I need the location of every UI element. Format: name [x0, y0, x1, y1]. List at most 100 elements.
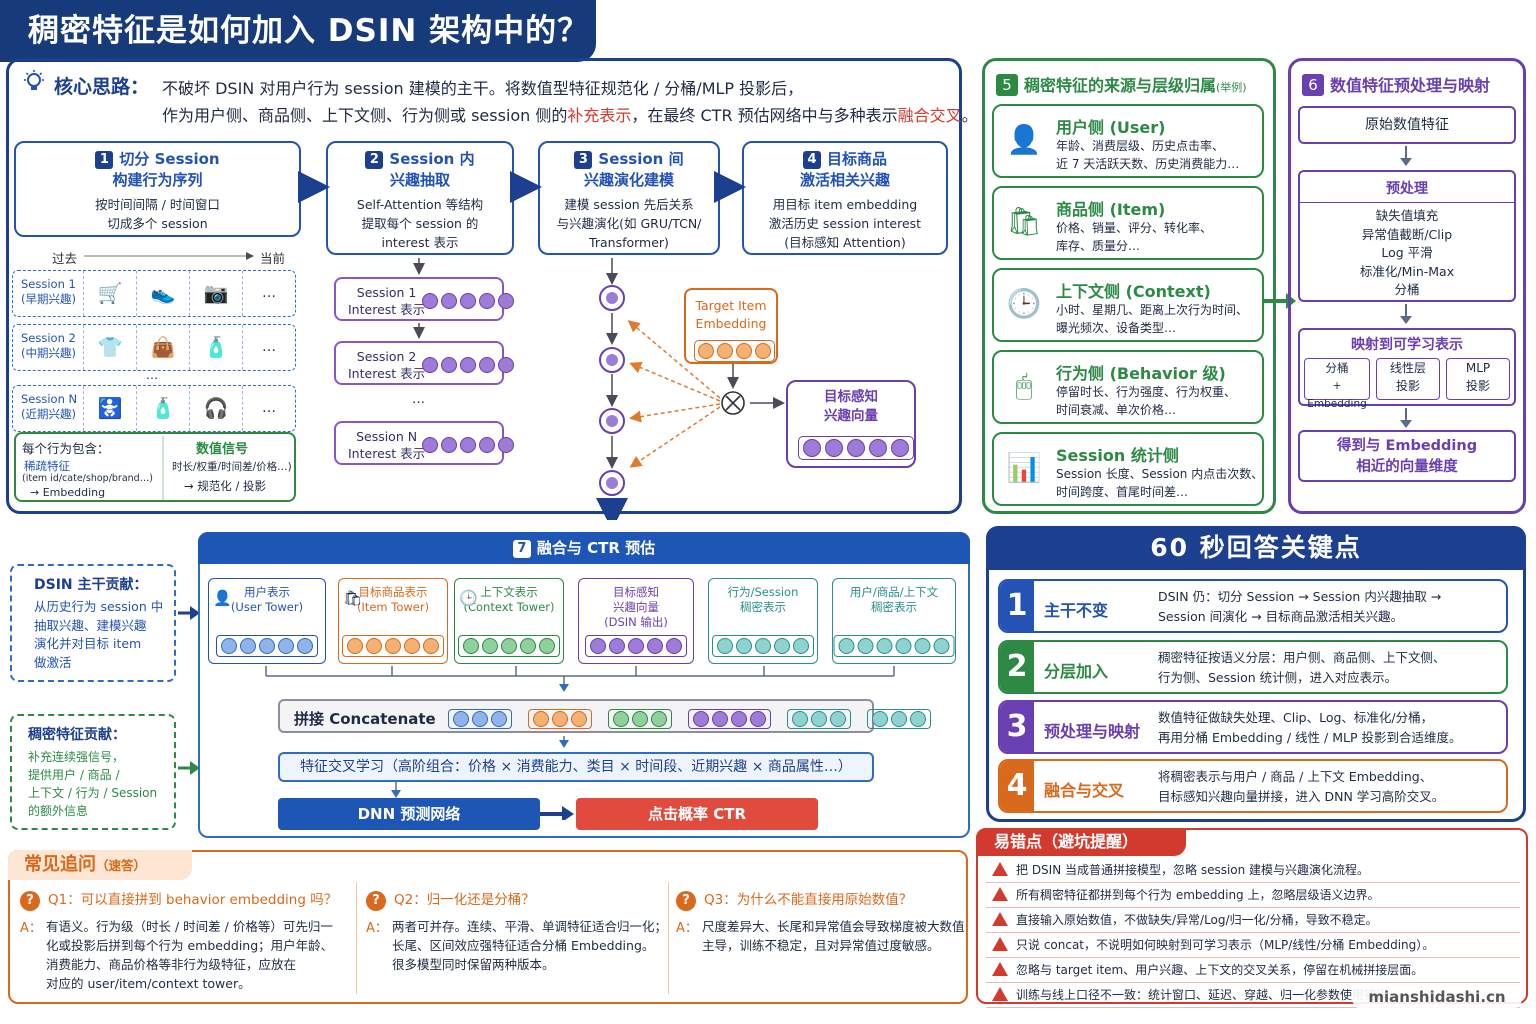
dense-contribution-box: 稠密特征贡献： 补充连续强信号，提供用户 / 商品 /上下文 / 行为 / Se… — [10, 714, 176, 830]
dsin-contrib-line: 做激活 — [34, 654, 72, 670]
session-row-n: Session N(近期兴趣) 🚼 🧴 🎧 … — [12, 385, 296, 432]
pitfall-item: 所有稠密特征都拼到每个行为 embedding 上，忽略层级语义边界。 — [986, 883, 1520, 908]
dense-contrib-line: 上下文 / 行为 / Session — [28, 786, 158, 800]
source-desc-1: 小时、星期几、距离上次行为时间、 — [1056, 303, 1249, 317]
fusion-col-title: 用户/商品/上下文 — [849, 585, 939, 599]
session-row-2: Session 2(中期兴趣) 👕 👜 🧴 … — [12, 324, 296, 371]
faq-panel — [8, 850, 968, 1004]
evolution-node-3 — [599, 408, 625, 434]
contribution-arrows — [178, 606, 200, 775]
fusion-col-title: 目标商品表示 — [358, 585, 428, 599]
session-ellipsis: … — [146, 368, 158, 382]
keypoint-title: 分层加入 — [1044, 662, 1109, 681]
source-desc-2: 近 7 天活跃天数、历史消费能力… — [1056, 157, 1240, 171]
bar-chart-icon: 📊 — [1006, 451, 1042, 484]
concat-bar: 拼接 Concatenate — [278, 699, 931, 733]
source-title: 行为侧 (Behavior 级) — [1056, 364, 1226, 383]
preprocess-arrow-3 — [1400, 408, 1412, 428]
fusion-col-sub: 稠密表示 — [740, 600, 786, 614]
session-2-more: … — [242, 325, 295, 370]
mouse-icon: 🖱 — [1015, 369, 1033, 402]
faq-question: Q2：归一化还是分桶？ — [394, 892, 535, 908]
evolution-node-1 — [599, 285, 625, 311]
bag-icon: 👜 — [136, 325, 189, 370]
raw-numeric-box: 原始数值特征 — [1298, 106, 1516, 144]
pitfall-text: 把 DSIN 当成普通拼接模型，忽略 session 建模与兴趣演化流程。 — [1016, 863, 1370, 877]
pitfall-text: 训练与线上口径不一致：统计窗口、延迟、穿越、归一化参数使用错误。 — [1016, 988, 1401, 1002]
session-n-more: … — [242, 386, 295, 431]
source-desc-2: 曝光频次、设备类型… — [1056, 321, 1177, 335]
pitfall-item: 忽略与 target item、用户兴趣、上下文的交叉关系，停留在机械拼接层面。 — [986, 958, 1520, 983]
warning-icon — [992, 912, 1008, 926]
cart-icon: 🛒 — [83, 271, 136, 316]
pitfall-item: 直接输入原始数值，不做缺失/异常/Log/归一化/分桶，导致不稳定。 — [986, 908, 1520, 933]
bottle-icon: 🧴 — [189, 325, 242, 370]
headphone-icon: 🎧 — [189, 386, 242, 431]
numeric-desc: 时长/权重/时间差/价格…) — [172, 461, 292, 473]
map-option-bucket: 分桶+ Embedding — [1304, 358, 1370, 410]
target-aware-interest: 目标感知兴趣向量 — [786, 380, 916, 468]
preprocess-step: Log 平滑 — [1381, 245, 1433, 260]
keypoint-title: 融合与交叉 — [1044, 781, 1125, 800]
shopping-bag-icon: 🛍 — [343, 589, 363, 607]
keypoint-desc-1: 稠密特征按语义分层：用户侧、商品侧、上下文侧、 — [1158, 650, 1446, 665]
evolution-node-2 — [599, 347, 625, 373]
fusion-col-title: 上下文表示 — [480, 585, 538, 599]
fusion-col-sub: 稠密表示 — [871, 600, 917, 614]
source-card-1: 🛍商品侧 (Item)价格、销量、评分、转化率、库存、质量分… — [992, 186, 1264, 260]
dsin-contribution-box: DSIN 主干贡献： 从历史行为 session 中抽取兴趣、建模兴趣演化并对目… — [10, 564, 176, 682]
pitfall-item: 训练与线上口径不一致：统计窗口、延迟、穿越、归一化参数使用错误。 — [986, 983, 1520, 1008]
keypoint-number: 2 — [1000, 642, 1034, 692]
keypoint-desc-1: 数值特征做缺失处理、Clip、Log、标准化/分桶， — [1158, 710, 1434, 725]
fusion-col-sub: (Context Tower) — [463, 600, 555, 614]
keypoints-title: 60 秒回答关键点 — [986, 526, 1526, 570]
fusion-column-2: 上下文表示(Context Tower)🕒 — [454, 578, 564, 664]
stroller-icon: 🚼 — [83, 386, 136, 431]
keypoint-desc-2: 目标感知兴趣向量拼接，进入 DNN 学习高阶交叉。 — [1158, 789, 1445, 804]
numeric-to: → 规范化 / 投影 — [184, 479, 266, 493]
fusion-column-0: 用户表示(User Tower)👤 — [208, 578, 326, 664]
core-idea-line1: 不破坏 DSIN 对用户行为 session 建模的主干。将数值型特征规范化 /… — [162, 79, 804, 98]
fusion-column-1: 目标商品表示(Item Tower)🛍 — [338, 578, 448, 664]
source-desc-2: 库存、质量分… — [1056, 239, 1141, 253]
preprocess-step: 标准化/Min-Max — [1359, 263, 1455, 279]
faq-answer-line: 长尾、区间效应强特征适合分桶 Embedding。 — [392, 938, 655, 953]
dsin-main-frame — [6, 58, 962, 514]
dense-contrib-line: 的额外信息 — [28, 804, 89, 818]
behavior-head: 每个行为包含： — [22, 441, 110, 456]
fusion-col-sub: (Item Tower) — [356, 600, 430, 614]
preprocess-arrow-2 — [1400, 304, 1412, 324]
camera-icon: 📷 — [189, 271, 242, 316]
interest-ellipsis: … — [412, 392, 425, 407]
core-idea-label: 核心思路： — [54, 76, 150, 98]
faq-answer-line: 主导，训练不稳定，且对异常值过度敏感。 — [702, 938, 940, 953]
source-desc-1: 价格、销量、评分、转化率、 — [1056, 221, 1213, 235]
behavior-fields-box: 每个行为包含： 稀疏特征 (item id/cate/shop/brand…) … — [14, 432, 296, 502]
faq-question: Q3：为什么不能直接用原始数值？ — [704, 892, 913, 908]
question-icon: ? — [20, 891, 40, 911]
fusion-connectors — [265, 666, 895, 820]
faq-item-2: ?Q2：归一化还是分桶？A：两者可并存。连续、平滑、单调特征适合归一化；长尾、区… — [366, 882, 669, 998]
page-title: 稠密特征是如何加入 DSIN 架构中的？ — [0, 0, 596, 62]
warning-icon — [992, 862, 1008, 876]
fusion-column-5: 用户/商品/上下文稠密表示 — [832, 578, 956, 664]
warning-icon — [992, 937, 1008, 951]
question-icon: ? — [676, 891, 696, 911]
warning-icon — [992, 987, 1008, 1001]
lightbulb-icon — [22, 70, 46, 94]
source-title: Session 统计侧 — [1056, 446, 1179, 465]
fusion-col-title: 用户表示 — [244, 585, 290, 599]
source-card-3: 🖱行为侧 (Behavior 级)停留时长、行为强度、行为权重、时间衰减、单次价… — [992, 350, 1264, 424]
clock-icon: 🕒 — [459, 589, 478, 607]
